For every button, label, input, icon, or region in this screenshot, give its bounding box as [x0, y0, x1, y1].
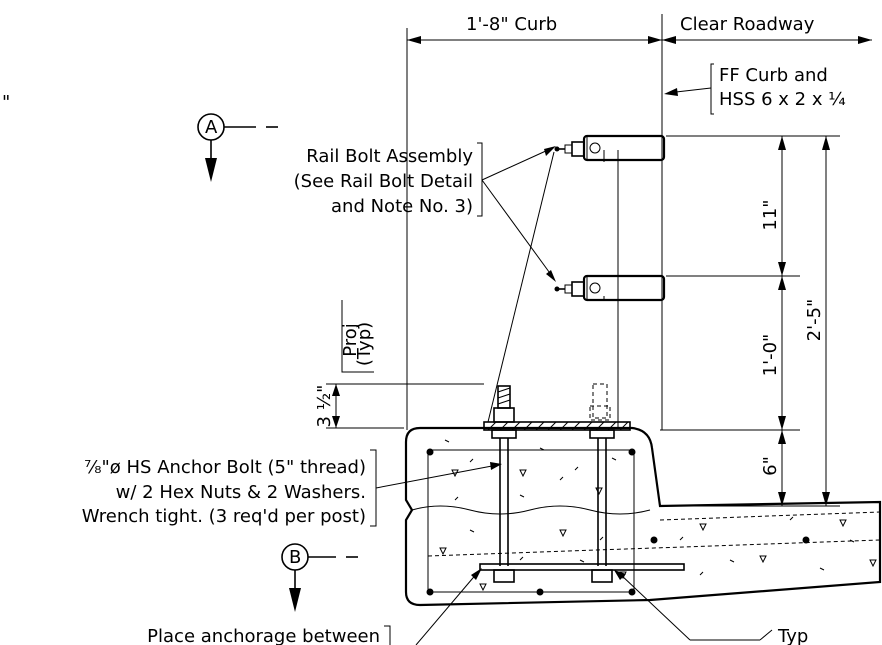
typ-bottom-label: Typ: [777, 626, 808, 645]
curb-outline: [404, 426, 882, 607]
ff-curb-callout: FF Curb and HSS 6 x 2 x ¼: [664, 63, 846, 115]
rail-post: [603, 150, 619, 428]
section-a-arrow-icon: [205, 158, 217, 182]
right-dimensions: 11" 1'-0" 6" 2'-5": [660, 135, 840, 507]
rail-bolt-callout: Rail Bolt Assembly (See Rail Bolt Detail…: [294, 142, 556, 282]
concrete-curb: [404, 426, 882, 607]
anchor-line2: w/ 2 Hex Nuts & 2 Washers.: [116, 482, 366, 503]
upper-rail: [554, 134, 666, 162]
rail-bolt-line1: Rail Bolt Assembly: [306, 146, 473, 167]
section-a-letter: A: [205, 117, 218, 138]
lower-rail-spacing-label: 1'-0": [760, 334, 781, 377]
curb-width-label: 1'-8" Curb: [466, 14, 557, 35]
ff-curb-line1: FF Curb and: [719, 65, 828, 86]
section-marker-a: A: [197, 113, 278, 182]
typ-label: (Typ): [354, 322, 375, 366]
anchor-line1: ⁷⁄₈"ø HS Anchor Bolt (5" thread): [84, 457, 366, 478]
base-plate: [483, 421, 631, 431]
bottom-callouts: Place anchorage between Typ: [147, 568, 808, 645]
rail-bolt-line2: (See Rail Bolt Detail: [294, 171, 473, 192]
section-b-arrow-icon: [289, 588, 301, 612]
upper-rail-spacing-label: 11": [760, 199, 781, 230]
base-height-label: 6": [760, 456, 781, 476]
ff-curb-line2: HSS 6 x 2 x ¼: [719, 89, 846, 110]
lower-rail: [554, 274, 666, 302]
place-anchorage-label: Place anchorage between: [147, 626, 380, 645]
stray-mark: ": [2, 92, 10, 113]
anchor-line3: Wrench tight. (3 req'd per post): [82, 506, 366, 527]
total-height-label: 2'-5": [804, 299, 825, 342]
leader-line: [487, 151, 555, 423]
rail-bolt-line3: and Note No. 3): [331, 196, 473, 217]
base-plate-assembly: [479, 383, 685, 583]
dim-arrow-left: [407, 36, 421, 44]
projection-value: 3 ½": [314, 385, 335, 428]
section-b-letter: B: [289, 547, 301, 568]
section-marker-b: B: [281, 543, 358, 612]
clear-roadway-label: Clear Roadway: [680, 14, 815, 35]
top-dimension: 1'-8" Curb Clear Roadway: [406, 14, 872, 430]
projection-dimension: 3 ½" Proj (Typ): [314, 300, 484, 429]
anchor-plate: [479, 563, 685, 571]
anchor-bolt-callout: ⁷⁄₈"ø HS Anchor Bolt (5" thread) w/ 2 He…: [82, 449, 502, 527]
proj-label: Proj: [340, 323, 361, 357]
